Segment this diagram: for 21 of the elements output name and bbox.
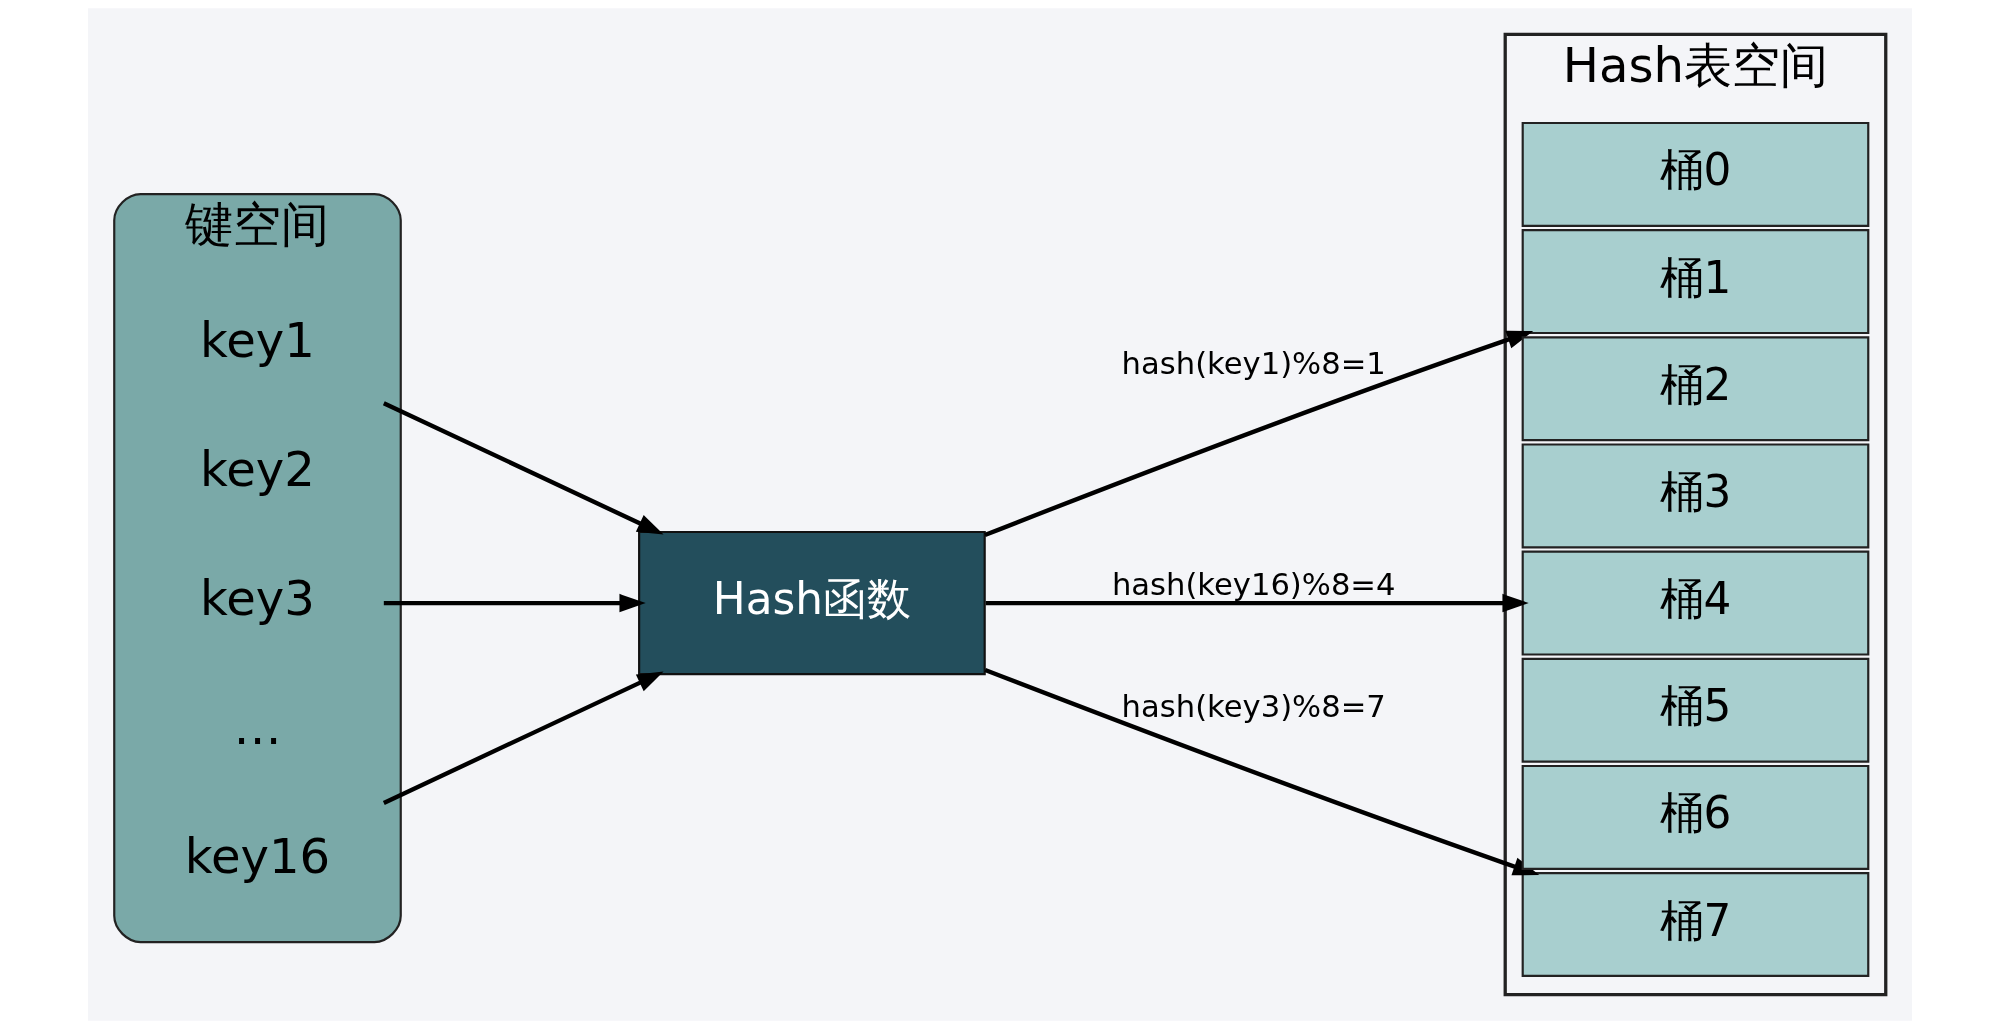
node-box: 桶7 [1521, 872, 1870, 978]
node-box: 桶5 [1521, 657, 1870, 763]
node-box: 桶3 [1521, 443, 1870, 549]
node-text: key1 [200, 312, 315, 369]
arrow [383, 593, 646, 613]
node-box: Hash函数 [638, 530, 986, 676]
edge-label: hash(key3)%8=7 [1121, 689, 1386, 725]
edge-label: hash(key16)%8=4 [1111, 566, 1396, 602]
arrow [984, 667, 1540, 876]
arrow [984, 330, 1534, 538]
node-text: key2 [200, 441, 315, 498]
node-text: … [233, 699, 282, 756]
node-text: key3 [200, 570, 315, 627]
node-box: 桶1 [1521, 229, 1870, 335]
node-text: key16 [184, 828, 331, 885]
edge-label: hash(key1)%8=1 [1121, 345, 1386, 381]
node-box: 桶4 [1521, 550, 1870, 656]
node-box: 桶0 [1521, 121, 1870, 227]
arrow [985, 593, 1529, 613]
node-box: 桶2 [1521, 336, 1870, 442]
node-box: 桶6 [1521, 764, 1870, 870]
